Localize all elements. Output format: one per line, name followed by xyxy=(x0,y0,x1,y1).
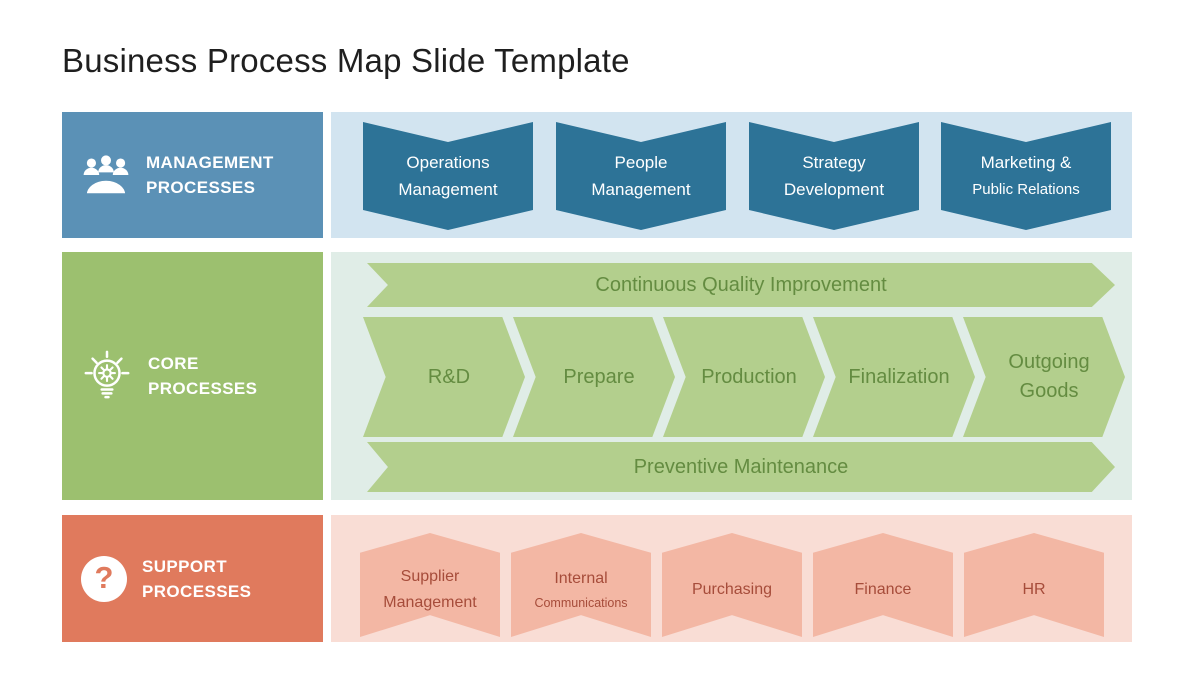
core-header: CORE PROCESSES xyxy=(62,252,323,500)
bar-label: Continuous Quality Improvement xyxy=(595,273,887,296)
banner-line-1: Purchasing xyxy=(691,580,773,598)
shape-prepare: Prepare xyxy=(513,317,675,437)
banner-line-1: Finance xyxy=(854,580,912,598)
banner-line-2: Public Relations xyxy=(972,181,1080,198)
support-shapes: Supplier Management Internal Communicati… xyxy=(331,515,1132,642)
management-header-label: MANAGEMENT PROCESSES xyxy=(146,150,274,200)
banner-line-2: Management xyxy=(398,180,498,199)
banner-line-1: People xyxy=(614,153,668,172)
question-mark-icon: ? xyxy=(81,555,127,602)
shape-production: Production xyxy=(663,317,825,437)
management-shapes: Operations Management People Management … xyxy=(331,112,1132,238)
shape-outgoing-goods: Outgoing Goods xyxy=(963,317,1125,437)
bar-label: Preventive Maintenance xyxy=(633,455,849,478)
management-header: MANAGEMENT PROCESSES xyxy=(62,112,323,238)
page-title: Business Process Map Slide Template xyxy=(62,42,630,79)
shape-rnd: R&D xyxy=(363,317,525,437)
banner-line-1: Marketing & xyxy=(980,153,1072,172)
shape-finance: Finance xyxy=(813,533,953,637)
shape-finalization: Finalization xyxy=(813,317,975,437)
shape-continuous-quality-improvement: Continuous Quality Improvement xyxy=(367,263,1115,307)
banner-line-2: Management xyxy=(383,593,477,611)
core-header-label: CORE PROCESSES xyxy=(148,351,257,401)
shape-internal-communications: Internal Communications xyxy=(511,533,651,637)
shape-people-management: People Management xyxy=(556,122,726,230)
support-header: ? SUPPORT PROCESSES xyxy=(62,515,323,642)
chevron-line-1: Outgoing xyxy=(1008,351,1090,373)
chevron-line-2: Goods xyxy=(1019,380,1079,402)
banner-line-1: Internal xyxy=(554,569,608,587)
banner-line-1: HR xyxy=(1022,580,1046,598)
shape-hr: HR xyxy=(964,533,1104,637)
banner-line-1: Supplier xyxy=(400,567,460,585)
support-header-label: SUPPORT PROCESSES xyxy=(142,554,251,604)
shape-marketing-public-relations: Marketing & Public Relations xyxy=(941,122,1111,230)
banner-line-1: Strategy xyxy=(802,153,866,172)
header-line-1: SUPPORT xyxy=(142,556,227,576)
shape-strategy-development: Strategy Development xyxy=(749,122,919,230)
header-line-1: MANAGEMENT xyxy=(146,153,274,172)
header-line-1: CORE xyxy=(148,354,199,373)
shape-operations-management: Operations Management xyxy=(363,122,533,230)
banner-line-2: Development xyxy=(783,180,885,199)
chevron-line-1: Prepare xyxy=(563,365,635,388)
banner-line-2: Management xyxy=(591,180,691,199)
chevron-line-1: Production xyxy=(701,365,797,388)
shape-purchasing: Purchasing xyxy=(662,533,802,637)
header-line-2: PROCESSES xyxy=(142,581,252,601)
banner-line-2: Communications xyxy=(534,595,628,610)
shape-supplier-management: Supplier Management xyxy=(360,533,500,637)
chevron-line-1: R&D xyxy=(427,365,471,388)
header-line-2: PROCESSES xyxy=(148,379,258,398)
lightbulb-gear-icon xyxy=(81,348,133,404)
header-line-2: PROCESSES xyxy=(146,178,256,197)
shape-preventive-maintenance: Preventive Maintenance xyxy=(367,442,1115,492)
core-shapes: Continuous Quality Improvement R&D Prepa… xyxy=(331,252,1132,500)
people-meeting-icon xyxy=(81,154,131,196)
banner-line-1: Operations xyxy=(406,153,490,172)
chevron-line-1: Finalization xyxy=(848,365,950,388)
